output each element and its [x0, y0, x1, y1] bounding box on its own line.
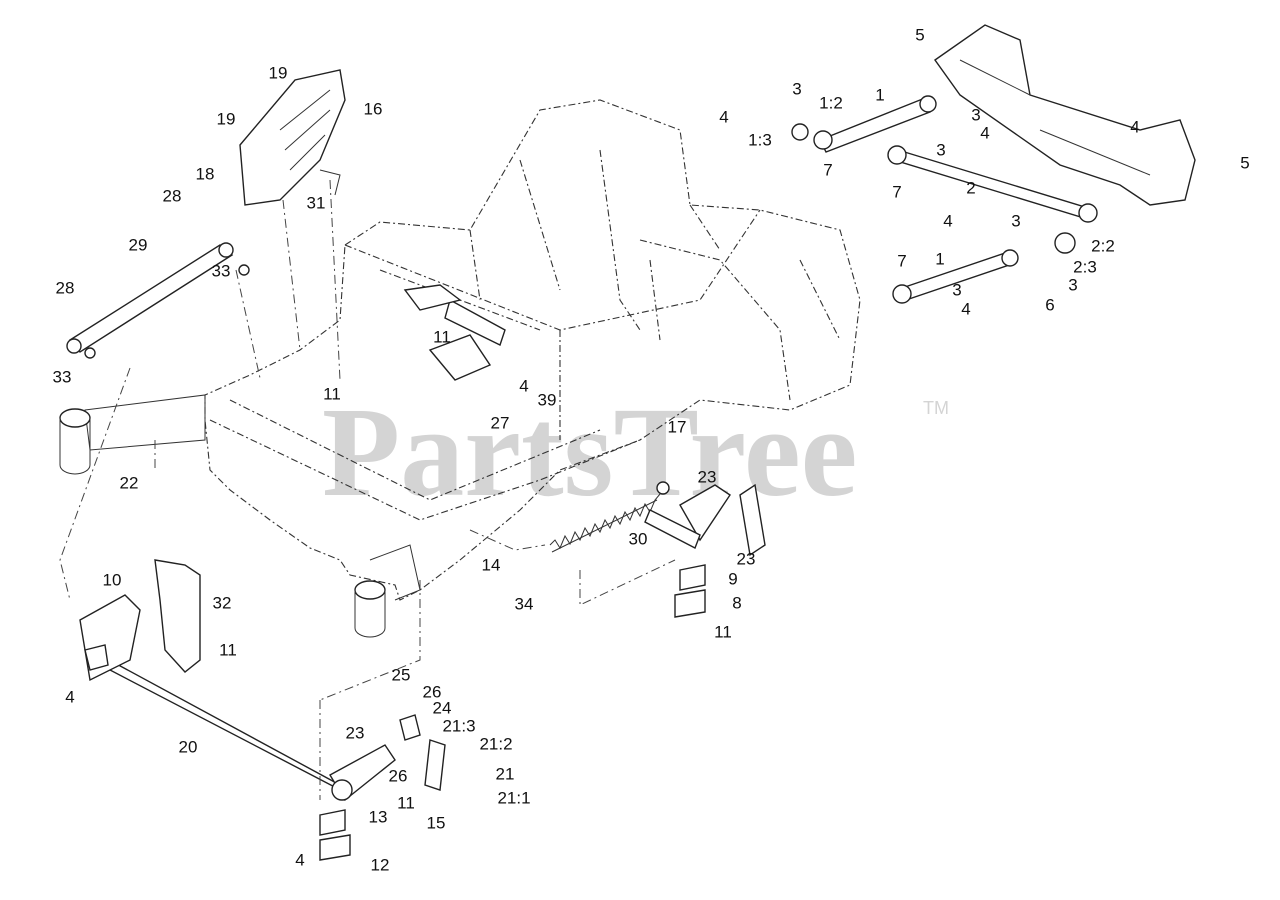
bracket-32: [154, 559, 201, 673]
callout-3: 3: [952, 280, 961, 299]
callout-18: 18: [196, 164, 215, 183]
lift-bracket-left: [79, 594, 141, 682]
callout-8: 8: [732, 593, 741, 612]
callout-4: 4: [519, 376, 528, 395]
callout-1-3: 1:3: [748, 130, 772, 149]
link-29: [66, 242, 250, 359]
callout-16: 16: [364, 99, 383, 118]
callout-1-2: 1:2: [819, 93, 843, 112]
callout-1: 1: [935, 249, 944, 268]
callout-19: 19: [217, 109, 236, 128]
callout-6: 6: [1045, 295, 1054, 314]
callout-26: 26: [389, 766, 408, 785]
callout-19: 19: [269, 63, 288, 82]
callout-3: 3: [971, 105, 980, 124]
callout-11: 11: [323, 384, 341, 403]
callout-4: 4: [980, 123, 989, 142]
rear-axle-20: [99, 654, 396, 802]
callout-27: 27: [491, 413, 510, 432]
callout-2-3: 2:3: [1073, 257, 1097, 276]
callout-21-2: 21:2: [479, 734, 512, 753]
callout-24: 24: [433, 698, 452, 717]
callout-23: 23: [698, 467, 717, 486]
callout-4: 4: [961, 299, 970, 318]
callout-7: 7: [892, 182, 901, 201]
callout-33: 33: [53, 367, 72, 386]
callout-11: 11: [397, 793, 415, 812]
callout-3: 3: [792, 79, 801, 98]
callout-30: 30: [629, 529, 648, 548]
callout-5: 5: [1240, 153, 1249, 172]
callout-4: 4: [295, 850, 304, 869]
callout-28: 28: [56, 278, 75, 297]
callout-22: 22: [120, 473, 139, 492]
front-cross-tube: [59, 394, 421, 638]
callout-15: 15: [427, 813, 446, 832]
callout-32: 32: [213, 593, 232, 612]
callout-25: 25: [392, 665, 411, 684]
callout-34: 34: [515, 594, 534, 613]
callout-11: 11: [433, 327, 451, 346]
callout-10: 10: [103, 570, 122, 589]
callout-2: 2: [966, 178, 975, 197]
watermark-text: PartsTree: [322, 381, 857, 523]
link-2: [887, 145, 1098, 223]
callout-3: 3: [1068, 275, 1077, 294]
callout-33: 33: [212, 261, 231, 280]
bracket-21: [399, 714, 446, 791]
callout-26: 26: [423, 682, 442, 701]
callout-4: 4: [1130, 117, 1139, 136]
lift-bracket-right: [644, 483, 766, 557]
clamp-8-9: [674, 564, 706, 618]
callout-39: 39: [538, 390, 557, 409]
bushing-2-2: [1054, 232, 1076, 254]
watermark-tm: TM: [923, 398, 949, 418]
callout-4: 4: [65, 687, 74, 706]
link-1-upper: [813, 95, 937, 153]
callout-4: 4: [943, 211, 952, 230]
callout-4: 4: [719, 107, 728, 126]
callout-5: 5: [915, 25, 924, 44]
callout-21: 21: [496, 764, 515, 783]
callout-31: 31: [307, 193, 326, 212]
callout-28: 28: [163, 186, 182, 205]
alignment-lines: [59, 179, 676, 800]
callout-29: 29: [129, 235, 148, 254]
callout-11: 11: [219, 640, 237, 659]
callout-17: 17: [668, 417, 687, 436]
link-1-lower: [892, 249, 1019, 304]
pivot-bar-27: [403, 284, 506, 381]
spring-30: [549, 481, 670, 553]
callout-13: 13: [369, 807, 388, 826]
callout-9: 9: [728, 569, 737, 588]
callout-14: 14: [482, 555, 501, 574]
callout-2-2: 2:2: [1091, 236, 1115, 255]
seat-plate-16: [239, 69, 346, 206]
callout-11: 11: [714, 622, 732, 641]
callout-3: 3: [936, 140, 945, 159]
callout-23: 23: [346, 723, 365, 742]
callout-21-3: 21:3: [442, 716, 475, 735]
callout-1: 1: [875, 85, 884, 104]
bushing-1-2: [791, 123, 809, 141]
callout-3: 3: [1011, 211, 1020, 230]
callout-12: 12: [371, 855, 390, 874]
rear-subframe-5: [934, 24, 1196, 206]
callout-21-1: 21:1: [497, 788, 530, 807]
callout-7: 7: [823, 160, 832, 179]
callout-20: 20: [179, 737, 198, 756]
clamp-12-13: [319, 809, 351, 861]
callout-7: 7: [897, 251, 906, 270]
callout-23: 23: [737, 549, 756, 568]
